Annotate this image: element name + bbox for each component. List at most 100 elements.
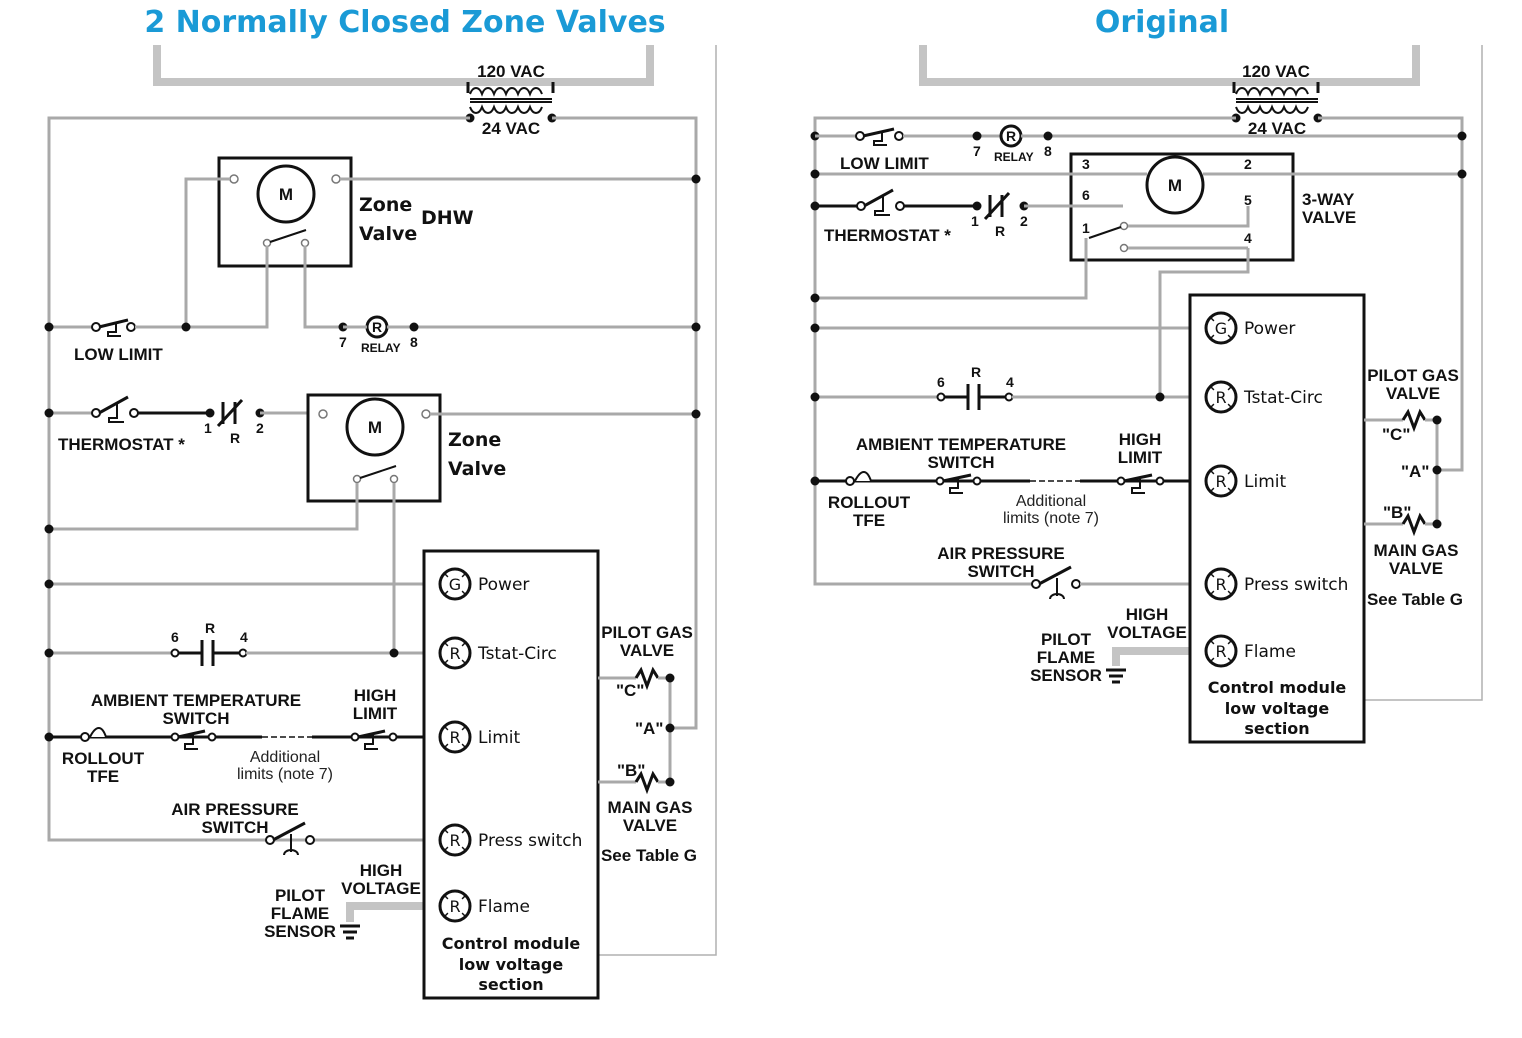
left-high_limit-line2-label: LIMIT bbox=[353, 704, 398, 723]
left-zone_valve_2-motor-label: M bbox=[368, 418, 382, 437]
left-ambient-line2-label: SWITCH bbox=[162, 709, 229, 728]
right-relay-pin_b-label: 8 bbox=[1044, 143, 1052, 159]
left-module-footer2-label: low voltage bbox=[459, 955, 564, 974]
right-additional-line2-label: limits (note 7) bbox=[1003, 510, 1099, 527]
right-diagram: 120 VAC 24 VAC R LOW LIMIT 7 RELAY bbox=[810, 45, 1483, 744]
left-module-terminals-2-label-label: Limit bbox=[478, 728, 520, 748]
left-relay_contact-letter-label: R bbox=[230, 430, 240, 446]
left-additional-line1-label: Additional bbox=[250, 749, 320, 766]
right-three_way-line1-label: 3-WAY bbox=[1302, 190, 1355, 209]
left-rollout-line2-label: TFE bbox=[87, 767, 119, 786]
left-module-footer1-label: Control module bbox=[442, 934, 581, 953]
left-diagram: 120 VAC 24 VAC M Zone Valve DHW bbox=[44, 45, 717, 1000]
left-module-terminals-1-letter-label: R bbox=[449, 644, 460, 663]
right-three_way-p1-label: 1 bbox=[1082, 220, 1090, 236]
right-module-terminals-1-label-label: Tstat-Circ bbox=[1243, 388, 1323, 408]
right-outer-frame bbox=[1364, 45, 1483, 701]
left-module-terminals-4-label-label: Flame bbox=[478, 897, 530, 917]
right-module-terminals-1-letter-label: R bbox=[1215, 388, 1226, 407]
left-high_voltage-line1-label: HIGH bbox=[360, 861, 403, 880]
right-module-terminal-tstat: R Tstat-Circ bbox=[1204, 380, 1323, 414]
left-air_pressure-line1-label: AIR PRESSURE bbox=[171, 800, 299, 819]
left-cap-pin_b-label: 4 bbox=[240, 629, 248, 645]
right-module-terminals-2-letter-label: R bbox=[1215, 472, 1226, 491]
right-relay_contact-letter-label: R bbox=[995, 223, 1005, 239]
right-main_gas-tag_b-label: "B" bbox=[1383, 503, 1411, 522]
left-rollout-line1-label: ROLLOUT bbox=[62, 749, 145, 768]
right-relay-label-label: RELAY bbox=[994, 150, 1034, 164]
right-pilot_gas-line2-label: VALVE bbox=[1386, 384, 1440, 403]
left-module-terminal-flame: R Flame bbox=[438, 889, 530, 923]
left-120vac-label: 120 VAC bbox=[477, 62, 545, 81]
left-relay_contact-pin_a-label: 1 bbox=[204, 420, 212, 436]
left-module-terminal-power: G Power bbox=[438, 567, 529, 601]
left-module-footer3-label: section bbox=[478, 975, 543, 994]
right-transformer: 120 VAC 24 VAC bbox=[1231, 62, 1323, 138]
right-relay_contact-pin_b-label: 2 bbox=[1020, 213, 1028, 229]
right-main_gas-note-label: See Table G bbox=[1367, 590, 1463, 609]
left-thermostat-label: THERMOSTAT * bbox=[58, 435, 185, 454]
left-high_limit-line1-label: HIGH bbox=[354, 686, 397, 705]
left-pilot_flame-line3-label: SENSOR bbox=[264, 922, 336, 941]
right-ambient-line1-label: AMBIENT TEMPERATURE bbox=[856, 435, 1066, 454]
right-pilot_gas-tag_c-label: "C" bbox=[1382, 425, 1410, 444]
left-module-terminals-1-label-label: Tstat-Circ bbox=[477, 644, 557, 664]
right-pilot_gas-line1-label: PILOT GAS bbox=[1367, 366, 1459, 385]
right-thermostat-label: THERMOSTAT * bbox=[824, 226, 951, 245]
left-module-terminal-limit: R Limit bbox=[438, 720, 520, 754]
left-control-module bbox=[422, 549, 600, 1000]
right-three_way-p5-label: 5 bbox=[1244, 192, 1252, 208]
right-cap-letter-label: R bbox=[971, 364, 981, 380]
left-zone_valve_dhw-line2-label: Valve bbox=[359, 223, 417, 245]
left-additional-line2-label: limits (note 7) bbox=[237, 766, 333, 783]
right-three_way-line2-label: VALVE bbox=[1302, 208, 1356, 227]
left-module-terminals-0-letter-label: G bbox=[449, 575, 461, 594]
right-low_limit-label: LOW LIMIT bbox=[840, 154, 929, 173]
left-module-terminal-tstat: R Tstat-Circ bbox=[438, 636, 557, 670]
right-module-footer1-label: Control module bbox=[1208, 678, 1347, 697]
right-module-terminal-power: G Power bbox=[1204, 311, 1295, 345]
left-zone_valve_2-line1-label: Zone bbox=[448, 429, 501, 451]
left-relay-label-label: RELAY bbox=[361, 341, 401, 355]
left-module-terminals-3-letter-label: R bbox=[449, 831, 460, 850]
left-ambient-line1-label: AMBIENT TEMPERATURE bbox=[91, 691, 301, 710]
right-three_way-p3-label: 3 bbox=[1082, 156, 1090, 172]
left-low_limit-label: LOW LIMIT bbox=[74, 345, 163, 364]
right-pilot_flame-line2-label: FLAME bbox=[1037, 648, 1096, 667]
right-module-terminal-limit: R Limit bbox=[1204, 464, 1286, 498]
left-main_gas-note-label: See Table G bbox=[601, 846, 697, 865]
left-cap-pin_a-label: 6 bbox=[171, 629, 179, 645]
right-module-terminals-4-label-label: Flame bbox=[1244, 642, 1296, 662]
right-air_pressure-line1-label: AIR PRESSURE bbox=[937, 544, 1065, 563]
right-three_way-motor-label: M bbox=[1168, 176, 1182, 195]
right-module-terminals-3-letter-label: R bbox=[1215, 575, 1226, 594]
right-high_voltage-line2-label: VOLTAGE bbox=[1107, 623, 1187, 642]
left-cap-letter-label: R bbox=[205, 620, 215, 636]
left-pilot_flame-line2-label: FLAME bbox=[271, 904, 330, 923]
right-module-terminals-0-letter-label: G bbox=[1215, 319, 1227, 338]
right-additional-line1-label: Additional bbox=[1016, 493, 1086, 510]
left-module-terminals-3-label-label: Press switch bbox=[478, 831, 582, 851]
left-pilot_gas-line2-label: VALVE bbox=[620, 641, 674, 660]
transformer-primary-label: 120 VAC bbox=[1242, 62, 1310, 81]
left-module-terminals-0-label-label: Power bbox=[478, 575, 529, 595]
left-24vac-label: 24 VAC bbox=[482, 119, 540, 138]
left-relay-pin_b-label: 8 bbox=[410, 334, 418, 350]
right-three_way-p4-label: 4 bbox=[1244, 230, 1252, 246]
right-module-footer2-label: low voltage bbox=[1225, 699, 1330, 718]
right-main_gas-line2-label: VALVE bbox=[1389, 559, 1443, 578]
left-pilot_gas-tag_c-label: "C" bbox=[616, 681, 644, 700]
right-module-terminals-0-label-label: Power bbox=[1244, 319, 1295, 339]
left-main_gas-tag_b-label: "B" bbox=[617, 761, 645, 780]
right-diagram-title: Original bbox=[1095, 5, 1229, 40]
left-zone_valve_2-line2-label: Valve bbox=[448, 458, 506, 480]
left-outer-frame bbox=[598, 45, 717, 956]
left-air_pressure-line2-label: SWITCH bbox=[201, 818, 268, 837]
right-module-terminals-4-letter-label: R bbox=[1215, 642, 1226, 661]
left-relay-letter-label: R bbox=[372, 319, 382, 335]
right-ambient-line2-label: SWITCH bbox=[927, 453, 994, 472]
left-main_gas-line2-label: VALVE bbox=[623, 816, 677, 835]
transformer-secondary-label: 24 VAC bbox=[1248, 119, 1306, 138]
right-tag_a-label: "A" bbox=[1401, 462, 1429, 481]
